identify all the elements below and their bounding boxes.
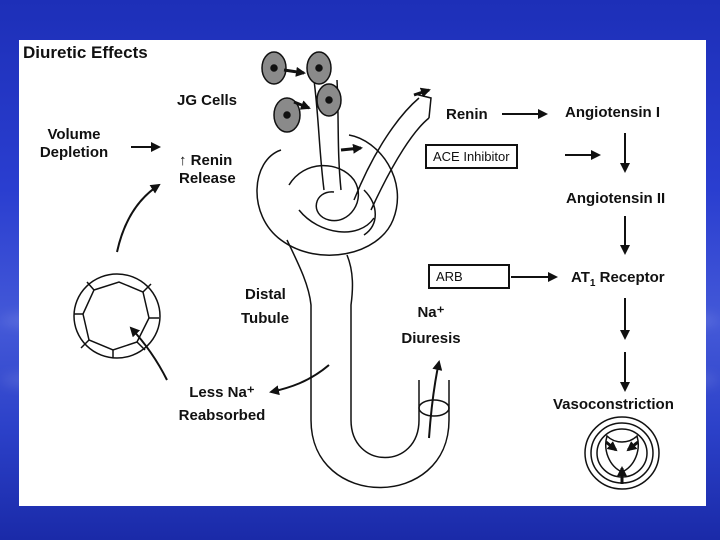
jg-cell-nucleus [270,64,278,72]
volume-depletion-label: Volume Depletion [29,126,119,162]
renin-label: Renin [446,106,488,123]
efferent-right [370,117,430,211]
vasoconstriction-label: Vasoconstriction [553,396,674,413]
at1-subscript: 1 [589,278,596,289]
angiotensin-2-label: Angiotensin II [566,190,666,207]
curved-arrow-icon [269,364,330,396]
renin-release-label: ↑ Renin Release [179,152,236,188]
jg-cell-nucleus [325,96,333,104]
less-na-line-2: Reabsorbed [178,407,266,424]
right-flow-arrows [502,109,630,392]
ace-inhibitor-box: ACE Inhibitor [425,144,518,169]
arb-box: ARB [428,264,510,289]
curved-arrow-icon [428,360,443,439]
jg-cell-nucleus [315,64,323,72]
glomerulus [256,134,399,256]
diagram-panel: Diuretic Effects JG Cells Volume Depleti… [19,40,706,506]
at1-suffix: Receptor [595,269,665,286]
jg-cells [261,51,342,133]
loop-inner [346,254,420,459]
jg-cell-nucleus [283,111,291,119]
distal-tubule-line-1: Distal [245,286,286,303]
na-diuresis-line-2: Diuresis [401,330,461,347]
coil-3 [363,189,376,236]
angiotensin-1-label: Angiotensin I [565,104,660,121]
afferent-left [313,79,325,191]
nephron-loop [286,239,450,489]
na-diuresis-label: Na⁺ Diuresis [397,304,465,348]
blood-vessel-icon [584,416,660,490]
bowman-capsule [256,134,399,256]
jg-cells-label: JG Cells [177,92,238,109]
arrow-right-icon [283,66,306,77]
arrow-right-icon [293,100,311,110]
distal-tubule-line-2: Tubule [241,310,290,327]
loop-opening [418,399,450,417]
renin-release-line-2: Release [179,170,236,187]
jg-arrows [283,66,431,154]
left-arrows [116,142,443,439]
diagram-graphics [73,51,660,490]
efferent-cap [414,93,432,119]
volume-depletion-line-2: Depletion [39,144,109,161]
na-diuresis-line-1: Na⁺ [417,304,445,321]
tubule-cell-icon [73,273,161,359]
less-na-line-1: Less Na⁺ [189,384,255,401]
curved-arrow-icon [129,326,168,381]
distal-tubule-label: Distal Tubule [241,286,289,328]
curved-arrow-icon [116,183,161,253]
page-title: Diuretic Effects [23,43,148,62]
arrow-right-icon [340,143,363,154]
coil-2 [298,209,375,233]
renin-release-line-1: ↑ Renin [179,152,233,169]
at1-receptor-label: AT1 Receptor [571,269,665,293]
arrow-right-icon [413,87,431,98]
coil-1 [288,164,360,222]
at1-prefix: AT [571,269,590,286]
less-na-reabsorbed-label: Less Na⁺ Reabsorbed [167,384,277,425]
efferent-left [353,97,420,201]
loop-outer [286,239,450,489]
volume-depletion-line-1: Volume [47,126,101,143]
